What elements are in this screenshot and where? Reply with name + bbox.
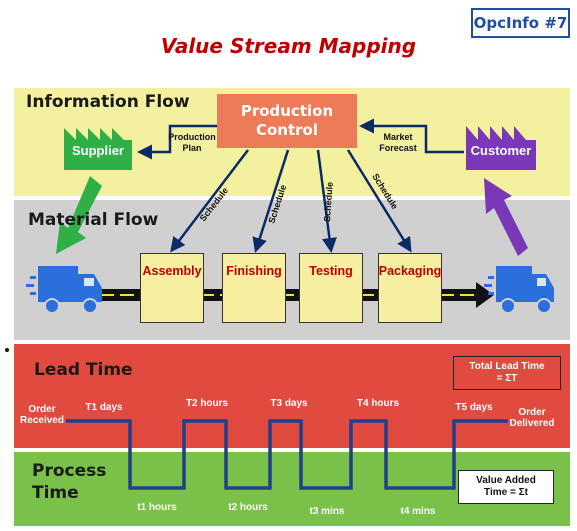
timeline-line [66,419,508,490]
lead-time-label: T4 hours [357,398,400,409]
process-label: Finishing [226,264,282,278]
bullet-dot [5,348,9,352]
lead-time-label: T1 days [85,402,123,413]
information-flow-label: Information Flow [26,92,190,112]
schedule-arrow-assembly [170,149,249,253]
lead-time-label: Lead Time [34,360,133,380]
process-box-finishing: Finishing [222,253,286,323]
value-added-time-box: Value Added Time = Σt [458,470,554,504]
schedule-label: Schedule [322,182,335,223]
schedule-label: Schedule [198,186,231,224]
material-flow-band [14,200,570,340]
supplier-to-truck-arrow [56,176,102,254]
process-time-label: t2 hours [228,502,268,513]
process-box-assembly: Assembly [140,253,204,323]
order-received-label: Order Received [20,404,64,426]
supplier-label: Supplier [71,143,124,158]
customer-label: Customer [470,143,532,158]
truck-to-customer-arrow [484,178,528,256]
production-plan-arrow [137,124,217,160]
market-forecast-arrow [359,118,464,154]
process-time-label: Process Time [32,461,107,503]
process-box-testing: Testing [299,253,363,323]
lead-time-label: T5 days [455,402,493,413]
customer-factory-icon [466,126,536,170]
total-lead-time-box: Total Lead Time = ΣT [453,356,561,390]
market-forecast-label: Market Forecast [379,132,417,153]
process-label: Testing [309,264,353,278]
supplier-factory-icon [64,128,132,170]
process-label: Assembly [142,264,202,278]
schedule-arrow-finishing [252,149,290,253]
lead-time-label: T3 days [270,398,308,409]
page-title: Value Stream Mapping [160,34,417,58]
schedule-arrow-testing [316,149,337,253]
truck-icon [26,266,102,314]
process-time-label: t1 hours [137,502,177,513]
production-plan-label: Production Plan [168,132,216,153]
schedule-arrow-packaging [346,149,412,253]
truck-icon [484,266,554,314]
lead-time-label: T2 hours [186,398,229,409]
process-box-packaging: Packaging [378,253,442,323]
order-delivered-label: Order Delivered [509,407,555,429]
process-time-label: t4 mins [400,506,435,517]
badge: OpcInfo #7 [471,8,570,38]
production-control-box: Production Control [217,94,357,148]
material-flow-label: Material Flow [28,210,159,230]
process-label: Packaging [378,264,442,278]
process-time-label: t3 mins [309,506,344,517]
